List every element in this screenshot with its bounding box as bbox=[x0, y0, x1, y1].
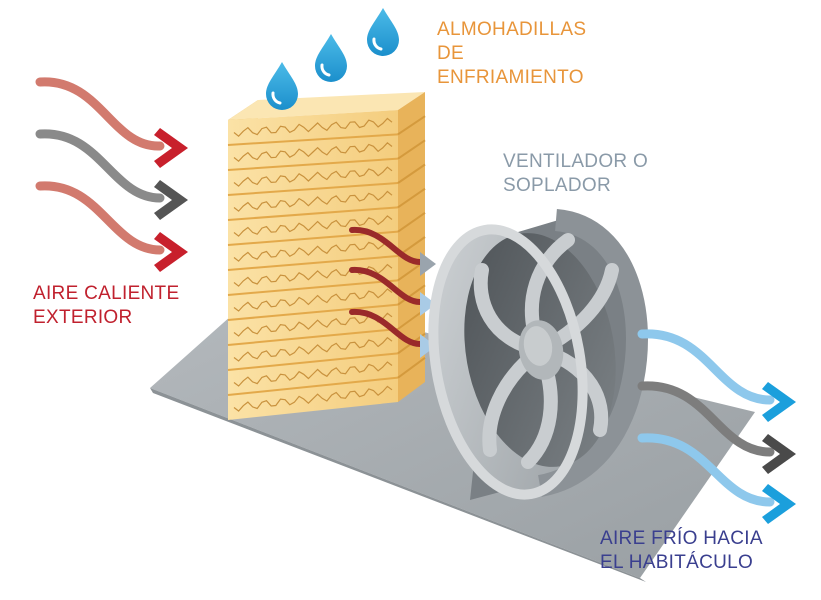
pad-layer-edge bbox=[227, 133, 399, 146]
pad-layer-side-edge bbox=[397, 187, 426, 209]
arrow-icon bbox=[420, 292, 436, 316]
pad-corrugation bbox=[233, 312, 393, 337]
pad-layer-edge bbox=[227, 328, 399, 346]
pad-layer-side-edge bbox=[397, 284, 426, 306]
hot-air-arrows bbox=[35, 77, 188, 272]
fan-label-line: SOPLADOR bbox=[503, 175, 611, 196]
pad-layer-edge bbox=[227, 279, 399, 296]
fan-icon bbox=[428, 209, 648, 500]
pad-layer-side-edge bbox=[397, 163, 426, 184]
water-drop-icon bbox=[315, 34, 347, 82]
cooling-pads-label-line: ALMOHADILLAS bbox=[437, 19, 587, 40]
pad-corrugation bbox=[233, 385, 393, 412]
cold-air-label: AIRE FRÍO HACIA EL HABITÁCULO bbox=[600, 527, 763, 575]
pad-layer-edge bbox=[227, 303, 399, 321]
arrow-icon bbox=[762, 382, 796, 422]
cold-air-label-line: EL HABITÁCULO bbox=[600, 552, 754, 573]
arrow-icon bbox=[762, 434, 796, 474]
water-drops bbox=[266, 8, 399, 110]
pad-layer-side-edge bbox=[397, 212, 426, 233]
arrow-icon bbox=[154, 128, 188, 168]
fan-label: VENTILADOR O SOPLADOR bbox=[503, 150, 648, 198]
inner-airflow-arrows bbox=[349, 226, 436, 358]
fan-label-line: VENTILADOR O bbox=[503, 151, 649, 172]
pad-corrugation bbox=[233, 215, 393, 237]
pad-corrugation bbox=[233, 141, 393, 163]
arrow-icon bbox=[154, 232, 188, 272]
cooling-pad bbox=[227, 92, 426, 420]
arrow-icon bbox=[420, 334, 436, 358]
pad-layer-side-edge bbox=[397, 115, 426, 136]
pad-layer-edge bbox=[227, 157, 399, 171]
cooling-pads-label-line: ENFRIAMIENTO bbox=[437, 67, 584, 88]
hot-air-label-line: AIRE CALIENTE bbox=[33, 283, 180, 304]
pad-layer-edge bbox=[227, 255, 399, 271]
pad-layer-edge bbox=[227, 352, 399, 371]
pad-layer-edge bbox=[227, 206, 399, 221]
cooling-pads-label-line: DE bbox=[437, 43, 464, 64]
pad-corrugation bbox=[233, 239, 393, 262]
pad-corrugation bbox=[233, 288, 393, 312]
hot-air-label-line: EXTERIOR bbox=[33, 307, 133, 328]
pad-layer-edge bbox=[227, 376, 399, 396]
pad-corrugation bbox=[233, 336, 393, 362]
pad-layer-side-edge bbox=[397, 139, 426, 160]
pad-layer-edge bbox=[227, 182, 399, 196]
arrow-icon bbox=[420, 252, 436, 276]
water-drop-icon bbox=[266, 62, 298, 110]
pad-layers bbox=[227, 115, 426, 412]
pad-layer-side-edge bbox=[397, 357, 426, 379]
pad-corrugation bbox=[233, 190, 393, 212]
pad-corrugation bbox=[233, 117, 393, 138]
hot-air-label: AIRE CALIENTE EXTERIOR bbox=[33, 282, 179, 330]
arrow-icon bbox=[154, 180, 188, 220]
pad-corrugation bbox=[233, 166, 393, 187]
water-drop-icon bbox=[367, 8, 399, 56]
cold-air-label-line: AIRE FRÍO HACIA bbox=[600, 528, 763, 549]
cold-air-arrows bbox=[637, 329, 796, 524]
cooling-pads-label: ALMOHADILLAS DE ENFRIAMIENTO bbox=[437, 18, 586, 90]
pad-corrugation bbox=[233, 361, 393, 387]
arrow-icon bbox=[762, 484, 796, 524]
